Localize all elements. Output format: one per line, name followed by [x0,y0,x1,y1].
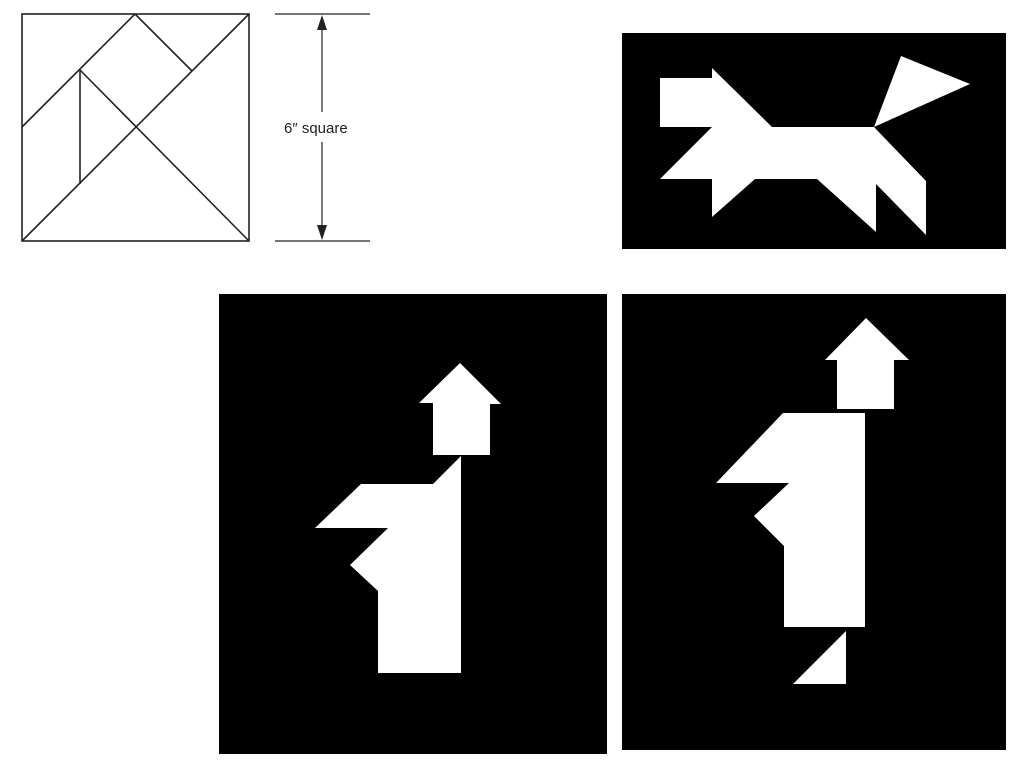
arrow-down-icon [317,225,327,240]
fox-panel [622,33,1006,249]
tangram-cut-line [134,13,193,72]
fox-tail-triangle [874,56,970,127]
figure-panel-left [219,294,607,754]
dimension-label: 6″ square [284,120,348,137]
fox-body-silhouette [660,68,926,235]
figure-head-silhouette [419,363,501,455]
arrow-up-icon [317,15,327,30]
tangram-cut-line [79,69,250,242]
tangram-diagonal [21,13,250,242]
figure-foot-triangle [793,631,846,684]
dimension-marker [275,13,370,242]
figure-head-silhouette [825,318,909,409]
tangram-cut-line [21,13,136,128]
figure-panel-right [622,294,1006,750]
figure-body-silhouette [315,456,461,673]
figure-body-silhouette [716,413,865,627]
tangram-square-diagram [21,13,250,242]
